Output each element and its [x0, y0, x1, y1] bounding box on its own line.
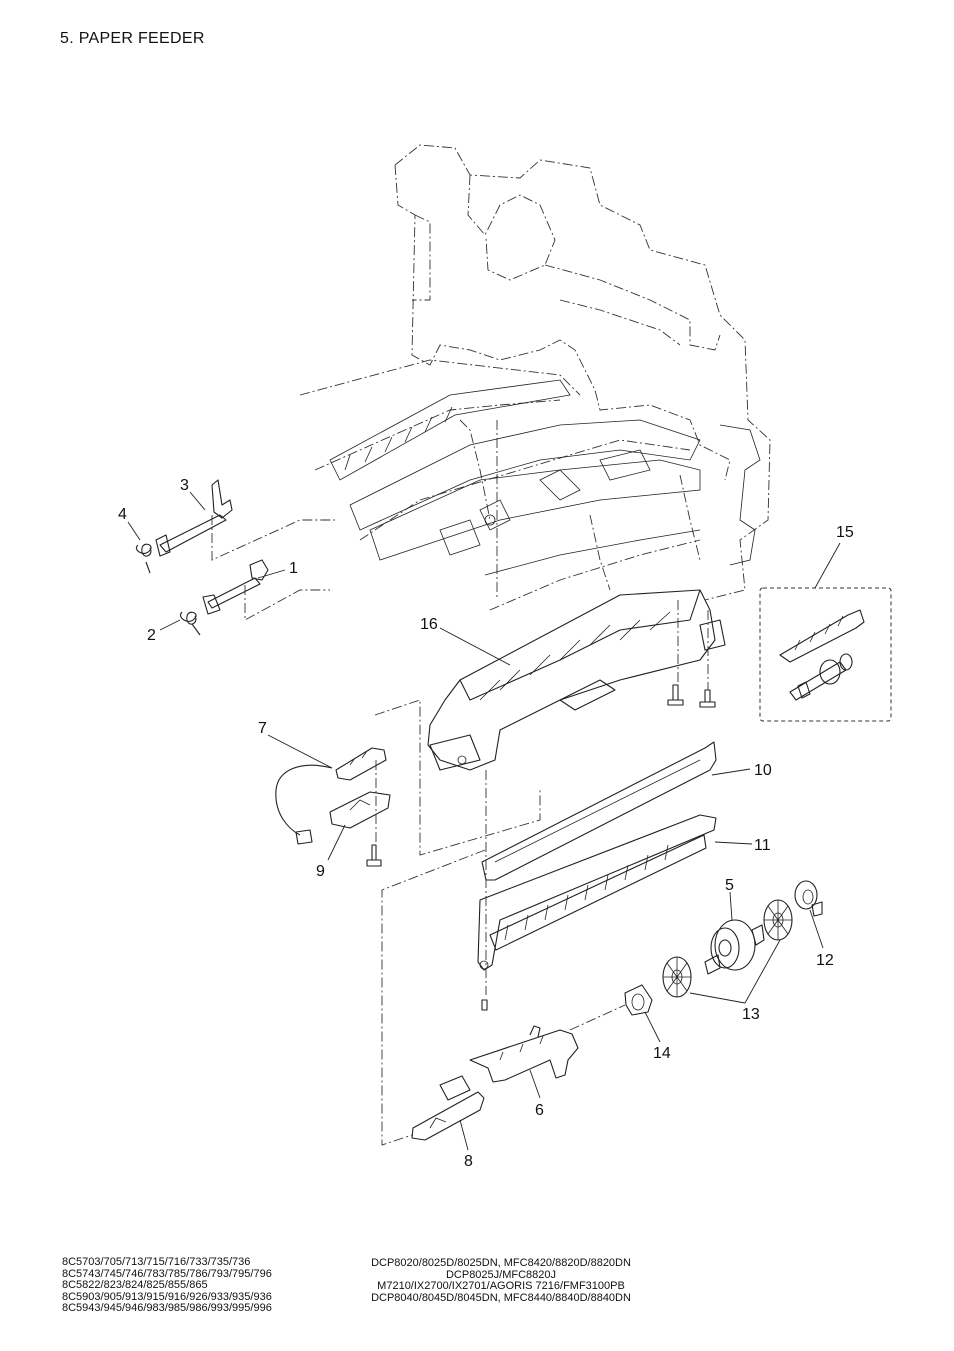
callout-1: 1 [289, 560, 298, 577]
frame-guides [329, 379, 761, 576]
callout-labels: 1 2 3 4 5 6 7 8 9 10 11 12 13 14 15 16 [118, 477, 854, 1170]
callout-9: 9 [316, 863, 325, 880]
callout-12: 12 [816, 952, 834, 969]
callout-2: 2 [147, 627, 156, 644]
page-title: 5. PAPER FEEDER [60, 30, 205, 47]
model-code-line: 8C5903/905/913/915/916/926/933/935/936 [62, 1290, 272, 1303]
leader-lines [127, 491, 841, 1151]
model-name-line: M7210/IX2700/IX2701/AGORIS 7216/FMF3100P… [377, 1280, 625, 1292]
callout-10: 10 [754, 762, 772, 779]
callout-3: 3 [180, 477, 189, 494]
callout-6: 6 [535, 1102, 544, 1119]
model-name-line: DCP8040/8045D/8045DN, MFC8440/8840D/8840… [371, 1291, 631, 1304]
callout-13: 13 [742, 1006, 760, 1023]
callout-5: 5 [725, 877, 734, 894]
callout-4: 4 [118, 506, 127, 523]
part-3-lever-shaft [155, 479, 335, 561]
model-code-line: 8C5943/945/946/983/985/986/993/995/996 [62, 1302, 272, 1314]
part-5-pickup-roller [704, 919, 765, 975]
part-10-cover-plate [481, 741, 717, 881]
part-8-lever [381, 849, 486, 1146]
part-2-spring [180, 611, 201, 636]
model-names-right: DCP8020/8025D/8025DN, MFC8420/8820D/8820… [346, 1257, 656, 1304]
model-name-line: DCP8020/8025D/8025DN, MFC8420/8820D/8820… [371, 1257, 631, 1269]
part-13-gears [662, 899, 793, 998]
callout-8: 8 [464, 1153, 473, 1170]
model-code-line: 8C5822/823/824/825/855/865 [62, 1279, 208, 1291]
main-frame-outline [299, 144, 771, 611]
model-code-line: 8C5703/705/713/715/716/733/735/736 [62, 1256, 251, 1268]
callout-11: 11 [754, 837, 771, 854]
part-15-roller-assembly-box [759, 587, 892, 722]
callout-7: 7 [258, 720, 267, 737]
screws-frame [667, 600, 716, 708]
callout-16: 16 [420, 616, 438, 633]
part-7-sensor-harness [275, 699, 541, 856]
part-11-paper-guide [477, 770, 717, 1011]
part-4-spring [136, 543, 152, 574]
part-1-lever-shaft [202, 559, 330, 621]
part-14-clutch [569, 984, 653, 1031]
callout-15: 15 [836, 524, 854, 541]
model-code-line: 8C5743/745/746/783/785/786/793/795/796 [62, 1267, 272, 1280]
part-6-actuator [469, 1025, 579, 1083]
callout-14: 14 [653, 1045, 671, 1062]
model-codes-left: 8C5703/705/713/715/716/733/735/736 8C574… [62, 1256, 272, 1315]
part-12-bushing [794, 880, 823, 917]
part-16-feed-frame [427, 589, 726, 771]
model-name-line: DCP8025J/MFC8820J [445, 1268, 557, 1281]
part-9-sensor-holder [329, 760, 391, 867]
